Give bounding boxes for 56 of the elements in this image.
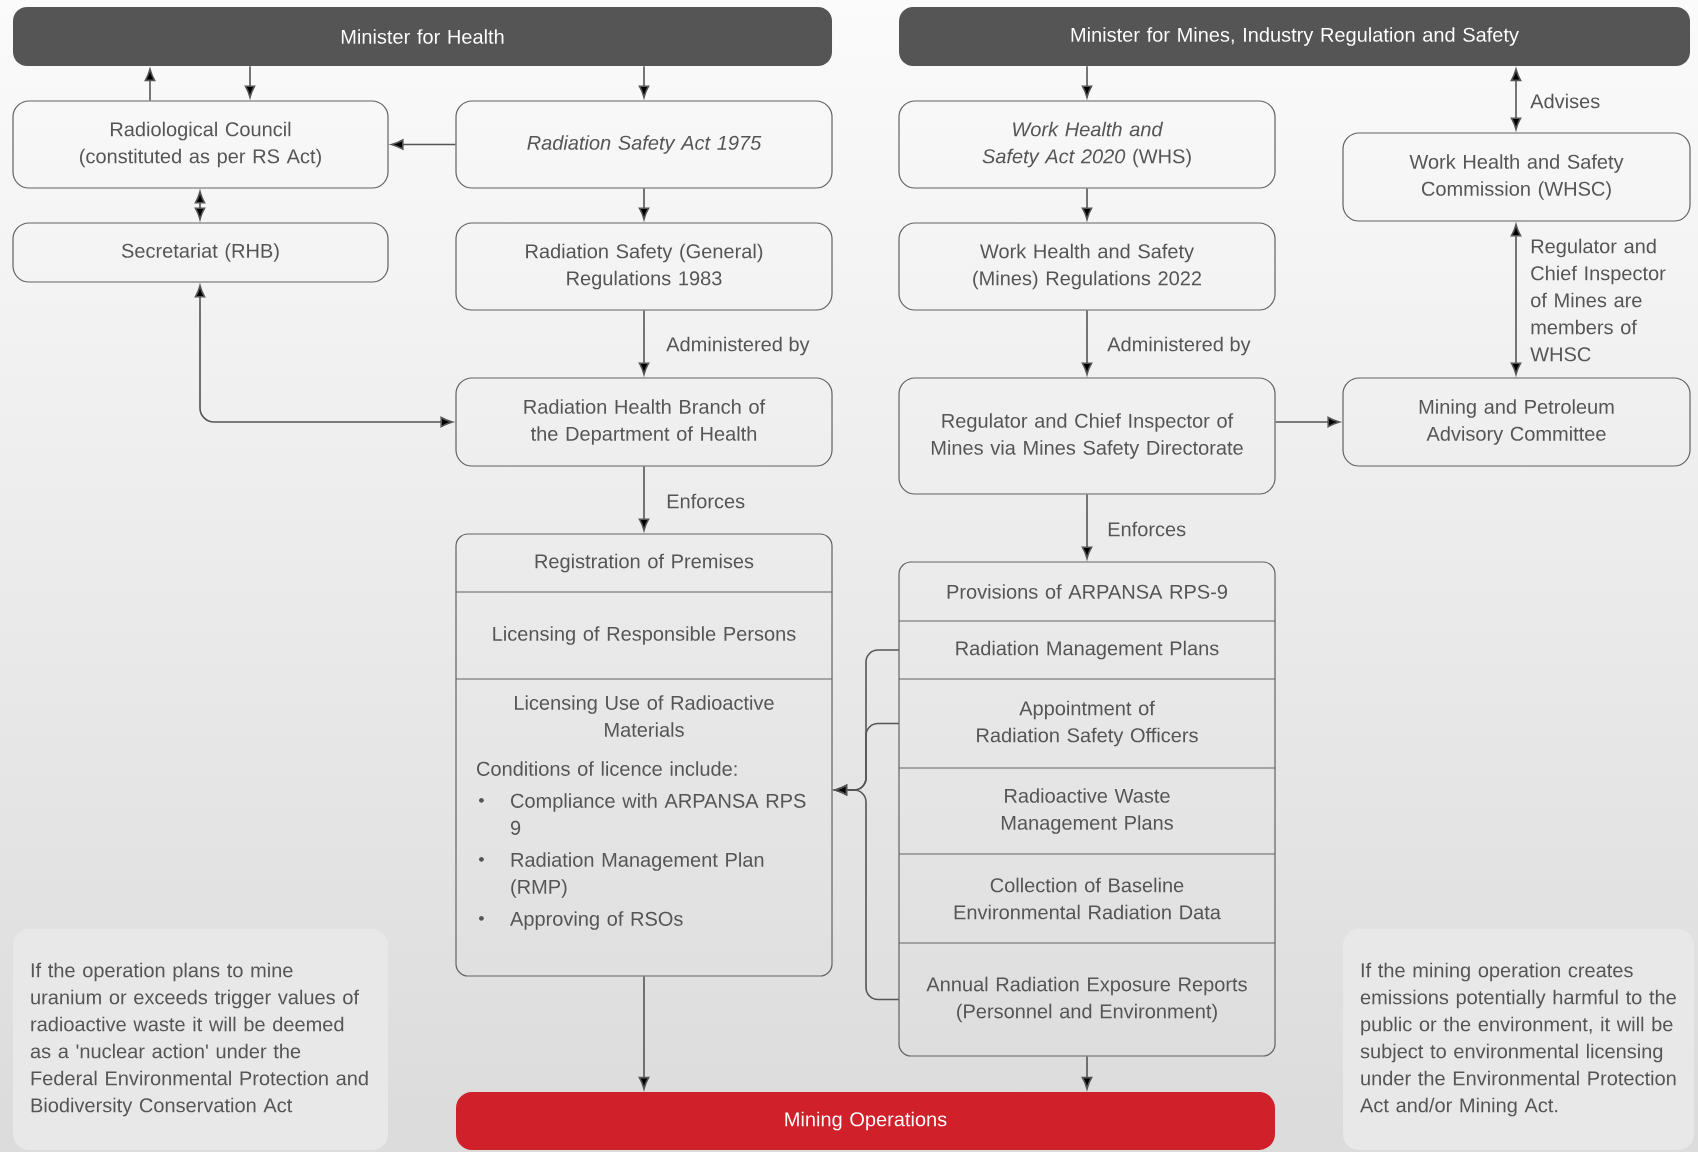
process-box: Work Health and Safety Act 2020 (WHS) <box>898 100 1276 189</box>
table-row: Registration of Premises <box>535 553 754 573</box>
arrow <box>1081 309 1093 376</box>
process-box: Secretariat (RHB) <box>12 222 389 283</box>
arrow <box>1081 65 1093 99</box>
operations-box: Mining Operations <box>456 1092 1275 1150</box>
edge-label: Enforces <box>1108 521 1186 537</box>
arrow <box>638 975 650 1090</box>
edge-label: Administered by <box>1107 336 1251 356</box>
process-box: Mining and Petroleum Advisory Committee <box>1342 377 1691 467</box>
node-label: Approving of RSOs <box>510 911 683 930</box>
process-box: Regulator and Chief Inspector of Mines via Mines Safety Directorate <box>898 377 1276 495</box>
table-row: Licensing of Responsible Persons <box>493 626 796 645</box>
arrow <box>1510 223 1522 376</box>
arrow <box>1510 68 1522 131</box>
table-row: Appointment of Radiation Safety Officers <box>977 700 1198 747</box>
table-box <box>898 561 1276 1057</box>
arrow <box>144 68 156 102</box>
arrow <box>194 284 454 428</box>
table-row: Collection of Baseline Environmental Radiation Data <box>954 877 1221 920</box>
arrow <box>1081 1055 1093 1090</box>
arrow <box>1274 416 1341 428</box>
minister-banner: Minister for Health <box>13 7 832 66</box>
arrow <box>194 190 206 221</box>
process-box: Work Health and Safety Commission (WHSC) <box>1342 132 1691 222</box>
arrow <box>638 187 650 221</box>
arrow <box>638 309 650 376</box>
node-label: Radiation Management Plan (RMP) <box>511 852 764 898</box>
edge-label: Administered by <box>666 336 810 356</box>
edge-label: Enforces <box>667 493 745 509</box>
edge-label: Regulator and Chief Inspector of Mines are members of WHSC <box>1530 238 1666 362</box>
node-label: Licensing Use of Radioactive Materials <box>515 695 774 737</box>
process-box: Radiation Safety Act 1975 <box>455 100 833 189</box>
arrow <box>834 784 900 1001</box>
table-row: Radioactive Waste Management Plans <box>1001 788 1173 834</box>
process-box: Radiation Health Branch of the Department of Health <box>455 377 833 467</box>
table-box <box>455 533 833 977</box>
table-row: Radiation Management Plans <box>956 640 1219 660</box>
arrow <box>390 139 457 150</box>
process-box: Radiological Council (constituted as per RS Act) <box>12 100 389 189</box>
process-box: Radiation Safety (General) Regulations 1983 <box>455 222 833 311</box>
edge-label: Advises <box>1530 93 1600 109</box>
process-box: Work Health and Safety (Mines) Regulations 2022 <box>898 222 1276 311</box>
minister-banner: Minister for Mines, Industry Regulation and Safety <box>899 7 1690 66</box>
arrow <box>638 465 650 532</box>
table-row: Provisions of ARPANSA RPS-9 <box>947 584 1227 599</box>
arrow <box>244 65 256 99</box>
node-label: Compliance with ARPANSA RPS 9 <box>510 793 806 835</box>
arrow <box>638 65 650 99</box>
node-label: Conditions of licence include: <box>477 761 737 776</box>
table-row: Licensing Use of Radioactive Materials Conditions of licence include: Compliance with ARPANSA RPS 9 Radiation Management Plan (RMP) Approving of RSOs <box>477 695 806 930</box>
arrow <box>1081 187 1093 221</box>
note-box: If the operation plans to mine uranium or exceeds trigger values of radioactive waste it will be deemed as a 'nuclear action' under the Federal Environmental Protection and Biodiversity Conservation Act <box>13 929 388 1150</box>
note-box: If the mining operation creates emissions potentially harmful to the public or the environment, it will be subject to environmental licensing under the Environmental Protection Act and/or Mining Act. <box>1343 929 1694 1150</box>
table-row: Annual Radiation Exposure Reports (Personnel and Environment) <box>926 976 1247 1023</box>
arrow <box>1081 493 1093 560</box>
